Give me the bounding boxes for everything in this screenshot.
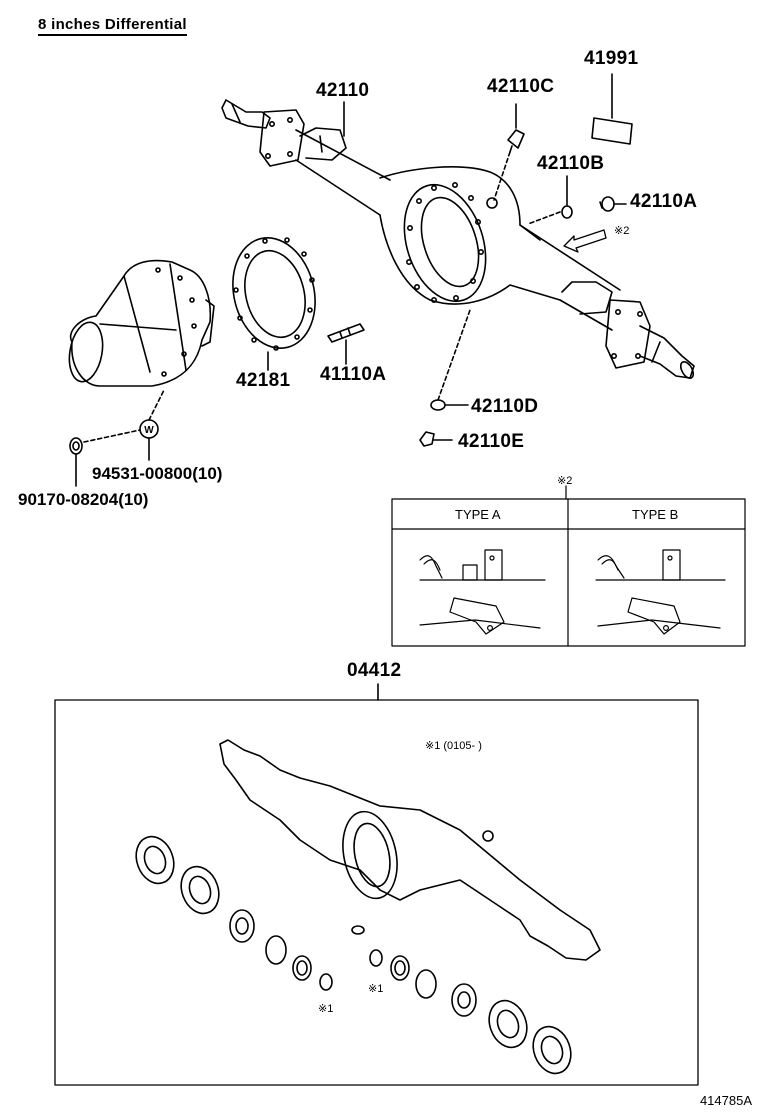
part-42110: 42110 — [316, 80, 370, 101]
kit-note: ※1 (0105- ) — [425, 740, 482, 752]
part-42110a: 42110A — [630, 191, 698, 212]
part-42110b: 42110B — [537, 153, 605, 174]
part-41991: 41991 — [584, 48, 639, 69]
axle-housing-42110 — [221, 99, 695, 379]
gasket-42181 — [232, 237, 316, 371]
kit-bearings-seals — [135, 835, 572, 1075]
arrow-note: ※2 — [614, 225, 630, 237]
diagram-title: 8 inches Differential — [38, 16, 187, 36]
drain-plug-42110a — [599, 196, 627, 212]
gasket-42110d — [430, 399, 446, 411]
illustration-code: 414785A — [699, 1093, 752, 1108]
stud-41110a — [327, 323, 365, 365]
part-42110d: 42110D — [471, 396, 539, 417]
type-table — [391, 485, 746, 647]
part-42110c: 42110C — [487, 76, 555, 97]
part-90170: 90170-08204(10) — [18, 490, 149, 509]
breather-plug-42110c — [493, 103, 525, 201]
part-42181: 42181 — [236, 370, 291, 391]
type-b-header: TYPE B — [632, 507, 679, 522]
plug-42110e — [419, 431, 453, 447]
part-94531: 94531-00800(10) — [92, 464, 223, 483]
nut-90170 — [69, 437, 83, 455]
kit-box-04412 — [54, 699, 699, 1086]
kit-mark-left: ※1 — [318, 1003, 334, 1015]
type-a-header: TYPE A — [455, 507, 501, 522]
differential-carrier — [68, 259, 215, 387]
table-note: ※2 — [557, 475, 573, 487]
part-42110e: 42110E — [458, 431, 525, 452]
part-04412: 04412 — [347, 660, 402, 681]
label-plate-41991 — [591, 117, 633, 145]
washer-42110b — [561, 205, 573, 219]
kit-mark-right: ※1 — [368, 983, 384, 995]
kit-axle-housing — [219, 739, 601, 961]
part-41110a: 41110A — [320, 364, 387, 385]
washer-letter: W — [144, 425, 154, 436]
